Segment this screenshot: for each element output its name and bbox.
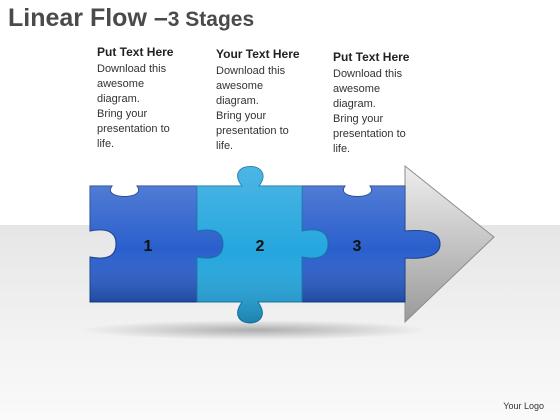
title-stages: 3 Stages — [167, 8, 255, 31]
stage-1-number: 1 — [144, 238, 153, 255]
page-title: Linear Flow –3 Stages — [8, 4, 254, 33]
title-dash: – — [146, 4, 168, 32]
puzzle-piece-2 — [196, 166, 329, 324]
puzzle-piece-1 — [89, 185, 224, 303]
puzzle-piece-1-shading — [90, 186, 223, 302]
stage-2-number: 2 — [256, 238, 265, 255]
diagram-shadow — [80, 320, 430, 340]
stage-2-body: Download this awesome diagram. Bring you… — [216, 65, 289, 152]
stage-1-text-block: Put Text Here Download this awesome diag… — [97, 45, 212, 152]
stage-3-text-block: Put Text Here Download this awesome diag… — [333, 50, 448, 157]
puzzle-piece-2-shading — [197, 166, 328, 323]
stage-1-heading: Put Text Here — [97, 45, 174, 59]
stage-3-number: 3 — [353, 238, 362, 255]
title-main: Linear Flow — [8, 4, 147, 32]
stage-3-body: Download this awesome diagram. Bring you… — [333, 68, 406, 155]
stage-2-text-block: Your Text Here Download this awesome dia… — [216, 47, 331, 154]
stage-2-heading: Your Text Here — [216, 47, 300, 61]
footer-logo-text: Your Logo — [503, 401, 544, 411]
stage-3-heading: Put Text Here — [333, 50, 410, 64]
stage-1-body: Download this awesome diagram. Bring you… — [97, 63, 170, 150]
puzzle-piece-3-shading — [302, 186, 440, 302]
